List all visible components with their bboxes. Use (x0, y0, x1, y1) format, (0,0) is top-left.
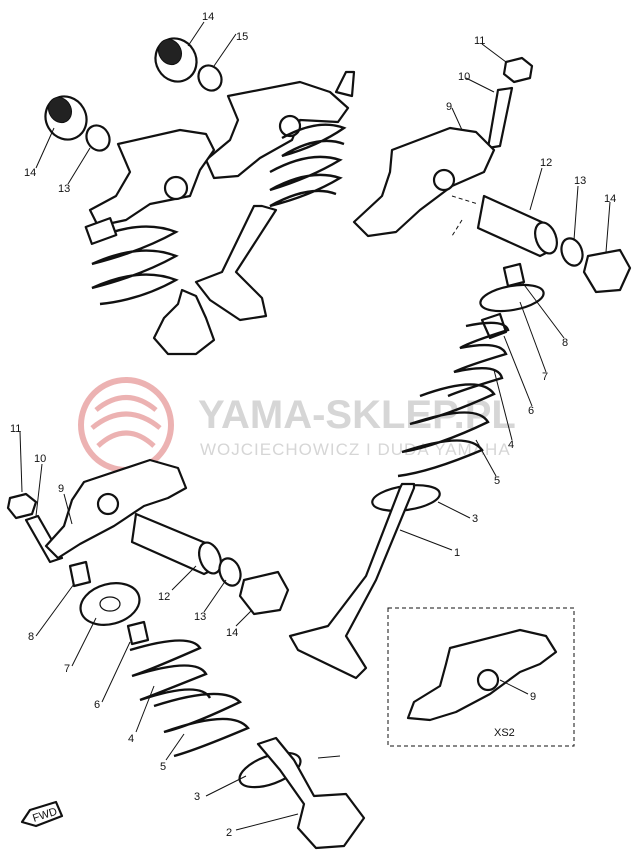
valve-spring-front (91, 225, 179, 306)
top-right-assembly (352, 56, 632, 294)
label-10-right: 10 (458, 71, 470, 83)
watermark-logo (78, 377, 174, 473)
valve-cotter-part-8 (502, 262, 526, 288)
spring-retainer-part-7-lower (79, 582, 141, 626)
label-6-left: 6 (94, 699, 100, 711)
retainer-hole-lower (99, 596, 121, 612)
leader-lines (19, 21, 611, 831)
valve-retainer-front (84, 216, 118, 246)
spring-retainer-part-7 (479, 283, 545, 313)
o-ring-part-13-lower (218, 557, 242, 587)
label-13-bottom: 13 (194, 611, 206, 623)
valve-spring-part-4-lower (129, 639, 212, 702)
o-ring-part-13-right (560, 237, 584, 267)
label-7-left: 7 (64, 663, 70, 675)
rocker-bore-inset (476, 668, 500, 692)
shaft-cap-part-14-lower-left (238, 570, 290, 616)
valve-spring-rear (269, 123, 347, 208)
label-5-left: 5 (160, 761, 166, 773)
valve-tip-line (317, 755, 341, 759)
label-12-left: 12 (158, 591, 170, 603)
rocker-shaft-end-part-12 (534, 221, 558, 255)
label-7-mid: 7 (542, 371, 548, 383)
valve-spring-part-5-lower (153, 692, 250, 758)
stem-seal-part-6-lower (126, 620, 150, 646)
top-left-assembly (44, 37, 356, 356)
label-3-left: 3 (194, 791, 200, 803)
assembly-guide-line (451, 195, 479, 237)
valve-cotter-part-8-lower (68, 560, 92, 588)
middle-valve-assembly (288, 262, 545, 680)
valve-part-1 (288, 482, 416, 680)
rocker-shaft-end-part-12-lower (198, 541, 222, 575)
valve-part-2 (256, 736, 366, 850)
watermark-brand: YAMA-SKLEP.PL (198, 393, 516, 437)
inset-caption: XS2 (494, 727, 515, 739)
rocker-arm-rear (204, 80, 350, 180)
shaft-cap-part-14-right (582, 248, 632, 294)
valve-rear (194, 204, 278, 322)
adjuster-screw-rear (334, 70, 356, 98)
shaft-cap-part-14-lower (44, 95, 88, 141)
label-4-left: 4 (128, 733, 134, 745)
valve-front (152, 288, 216, 356)
inset-xs2 (387, 607, 575, 747)
bottom-left-assembly (6, 458, 366, 850)
label-12-right: 12 (540, 157, 552, 169)
shaft-cap-part-14-upper (154, 37, 198, 83)
o-ring-part-15 (197, 64, 223, 92)
label-13-left: 13 (58, 183, 70, 195)
label-11-right: 11 (474, 35, 485, 47)
valve-spring-part-4 (447, 321, 510, 398)
label-9-left: 9 (58, 483, 64, 495)
inset-frame (387, 607, 575, 747)
rocker-shaft-bore-front (163, 175, 189, 201)
label-8-left: 8 (28, 631, 34, 643)
locknut-part-11-lower (6, 492, 38, 520)
label-2: 2 (226, 827, 232, 839)
label-13-right: 13 (574, 175, 586, 187)
label-9-right: 9 (446, 101, 452, 113)
label-8-mid: 8 (562, 337, 568, 349)
part-labels: 14 15 14 13 11 10 9 12 13 14 8 7 6 4 5 3… (10, 11, 616, 839)
locknut-part-11 (502, 56, 534, 84)
o-ring-part-13 (85, 124, 111, 152)
rocker-arm-part-9 (352, 126, 496, 238)
label-6-mid: 6 (528, 405, 534, 417)
label-15: 15 (236, 31, 248, 43)
label-4-mid: 4 (508, 439, 514, 451)
label-5-mid: 5 (494, 475, 500, 487)
label-9-inset: 9 (530, 691, 536, 703)
label-1-mid: 1 (454, 547, 460, 559)
label-14-top: 14 (202, 11, 214, 23)
label-14-bottom: 14 (226, 627, 238, 639)
label-14-left: 14 (24, 167, 36, 179)
rocker-bore-part-9-lower (96, 492, 120, 516)
rocker-arm-front (88, 128, 216, 228)
label-11-left: 11 (10, 423, 21, 435)
adjusting-screw-part-10 (486, 86, 514, 150)
label-3-mid: 3 (472, 513, 478, 525)
label-14-right: 14 (604, 193, 616, 205)
fwd-arrow-icon (20, 800, 64, 828)
label-10-left: 10 (34, 453, 46, 465)
rocker-bore-part-9 (432, 168, 456, 192)
